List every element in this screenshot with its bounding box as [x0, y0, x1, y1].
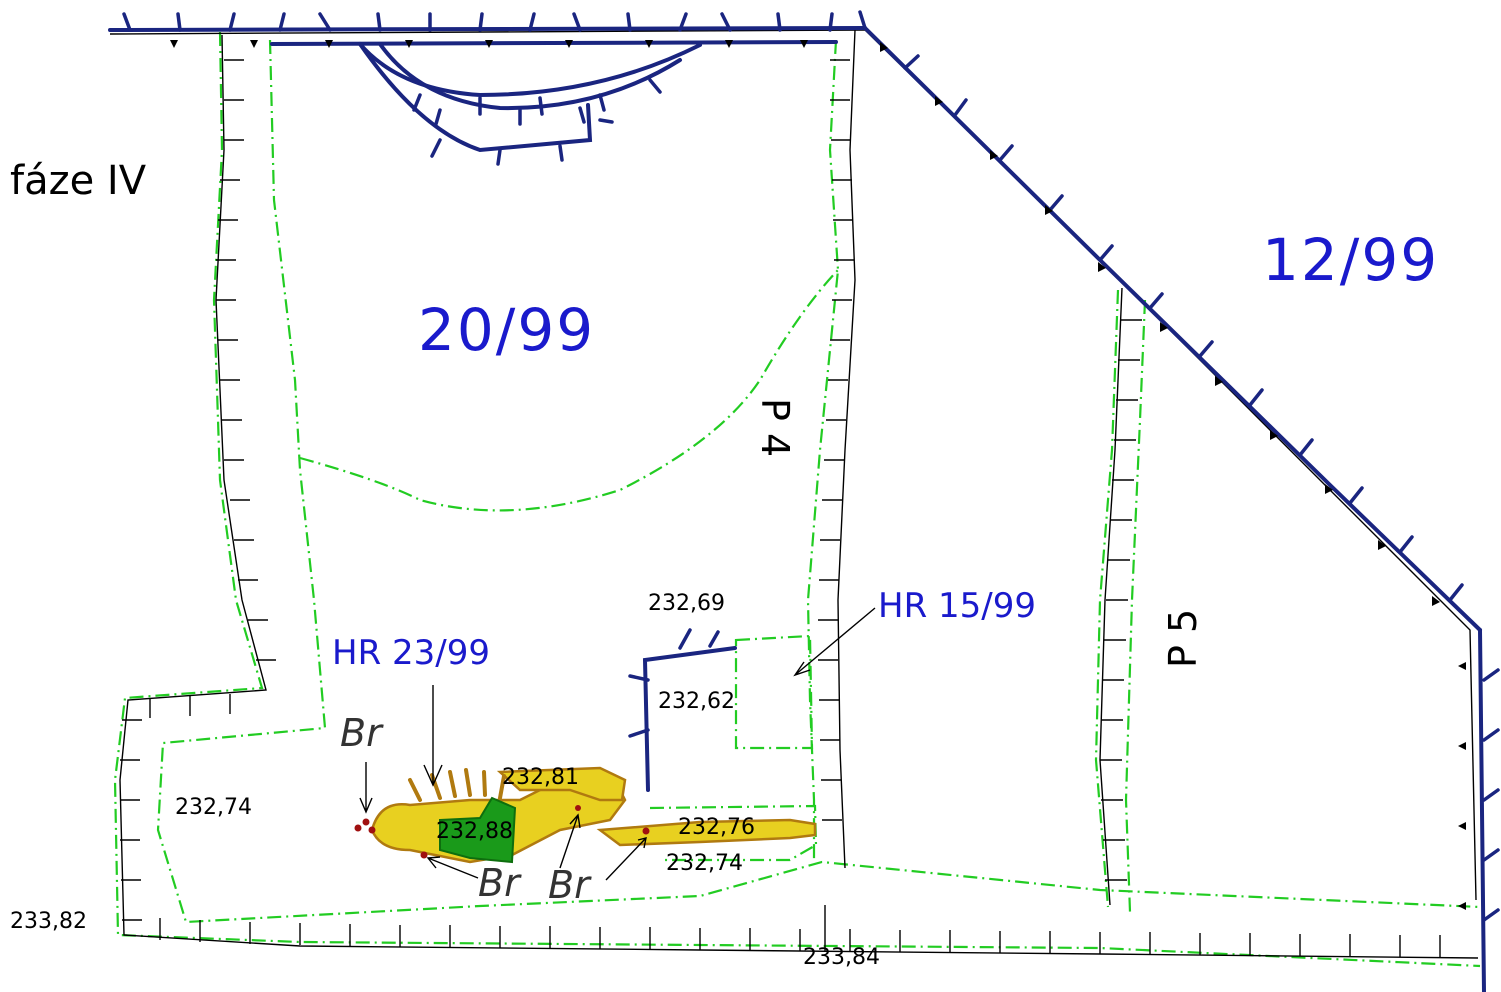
bronze-finds	[354, 805, 650, 859]
arrow-br-2	[426, 856, 479, 879]
grave-label-hr23: HR 23/99	[332, 633, 490, 673]
section-lines	[109, 29, 1479, 959]
hachures-left	[120, 59, 276, 921]
elevation-232-69: 232,69	[648, 591, 725, 616]
boundary-hr23-grave	[649, 804, 818, 862]
elevation-232-81: 232,81	[502, 765, 579, 790]
cut-ticks	[122, 10, 1500, 922]
finds-label-br-2: Br	[478, 861, 522, 905]
hachures-bottom	[159, 905, 1441, 957]
skeleton-skull-area	[496, 766, 627, 802]
boundary-curve-20-99	[299, 269, 839, 512]
boundary-hr15-box	[734, 634, 814, 750]
profile-label-p4: P 4	[753, 398, 797, 457]
elevation-232-74-left: 232,74	[175, 795, 252, 820]
boundary-p5-left	[1094, 289, 1120, 908]
skeleton-leg	[596, 818, 817, 847]
diagonal-cut-line	[863, 26, 1482, 632]
elevation-232-74-bottom: 232,74	[666, 851, 743, 876]
elevation-233-82: 233,82	[10, 909, 87, 934]
grave-good-vessel	[439, 796, 517, 864]
elevation-233-84: 233,84	[803, 945, 880, 970]
grave-label-hr15: HR 15/99	[878, 586, 1036, 626]
trench-label-20-99: 20/99	[418, 296, 595, 364]
arrow-br-1	[359, 762, 373, 814]
p5-section-line	[1099, 287, 1123, 906]
diagonal-edge-line	[864, 29, 1477, 901]
arrow-br-4	[605, 837, 647, 881]
boundary-p4-left	[806, 39, 840, 860]
p4-section-line	[837, 29, 856, 869]
phase-label: fáze IV	[10, 158, 147, 204]
pit-curve-3	[358, 42, 593, 153]
left-section-line	[119, 34, 1479, 959]
arrow-br-3	[559, 813, 581, 869]
direction-triangles	[170, 40, 1466, 910]
cut-lines	[108, 26, 1486, 992]
top-cut-line-inner	[270, 40, 838, 46]
hachures-profiles	[818, 59, 1142, 881]
profile-label-p5: P 5	[1161, 609, 1205, 668]
arrow-hr15	[793, 607, 876, 677]
skeleton-ribs	[408, 768, 506, 802]
right-cut-line	[1478, 628, 1486, 992]
elevation-232-88: 232,88	[436, 819, 513, 844]
elevation-232-76: 232,76	[678, 815, 755, 840]
elevation-232-62: 232,62	[658, 689, 735, 714]
trench-boundary-inner	[156, 39, 1481, 924]
annotation-arrows	[359, 607, 876, 881]
boundary-p5-right	[1124, 299, 1147, 913]
trench-label-12-99: 12/99	[1262, 226, 1439, 294]
pit-curve-1	[358, 42, 702, 98]
finds-label-br-1: Br	[340, 711, 384, 755]
hr15-cut-line	[642, 646, 737, 792]
arrow-hr23	[423, 685, 443, 787]
top-cut-line	[108, 26, 867, 32]
top-edge-line	[109, 29, 866, 35]
finds-label-br-3: Br	[548, 863, 592, 907]
pit-curve-2	[378, 42, 682, 111]
